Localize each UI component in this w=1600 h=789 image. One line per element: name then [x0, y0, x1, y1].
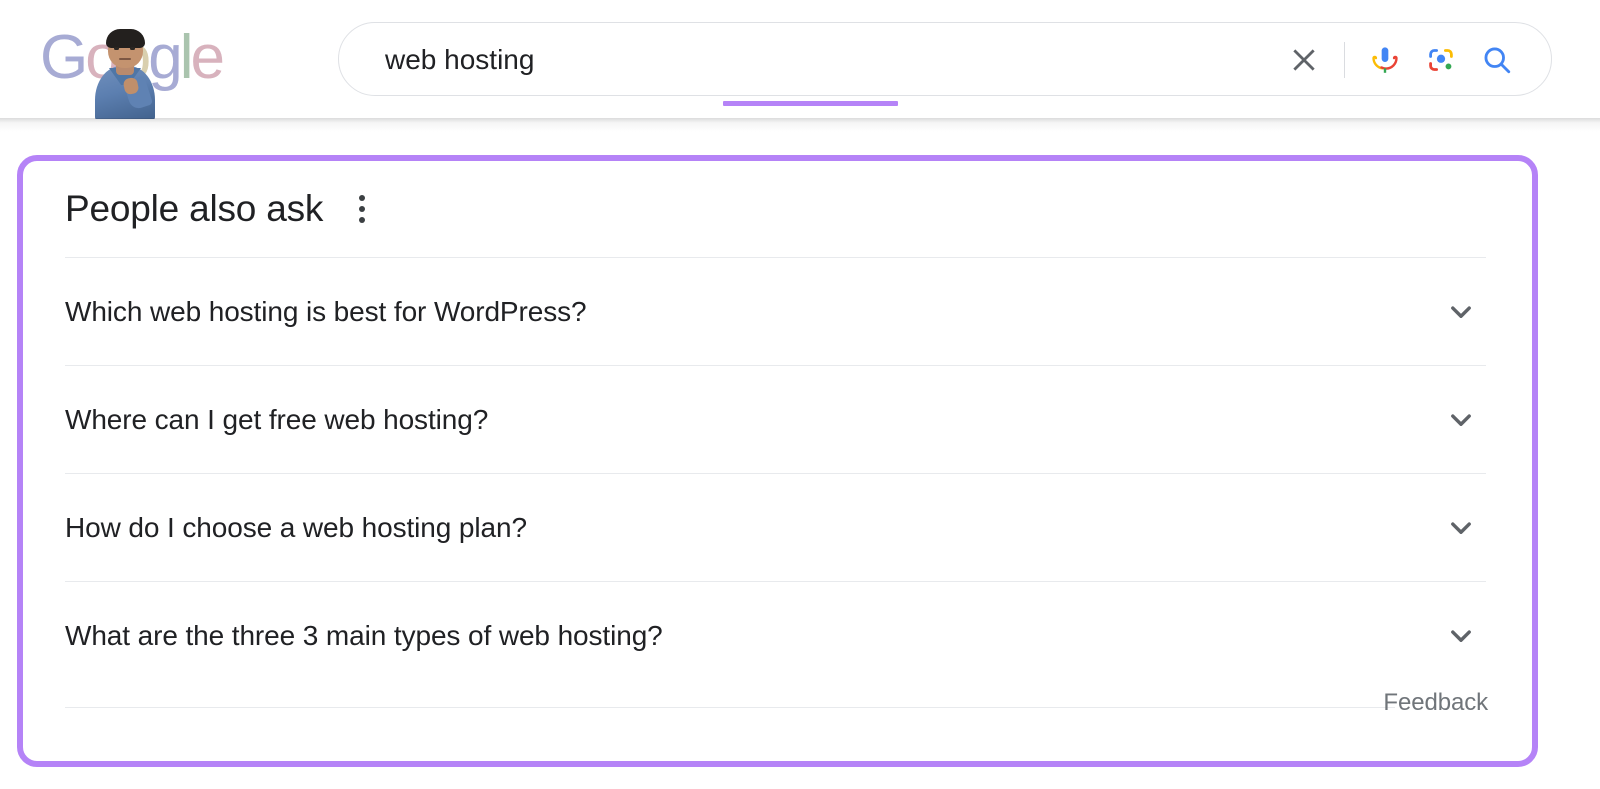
- paa-question-label: How do I choose a web hosting plan?: [65, 511, 527, 543]
- paa-question-label: Which web hosting is best for WordPress?: [65, 295, 587, 327]
- paa-footer: Feedback: [41, 689, 1508, 773]
- person-photo-overlay: [89, 26, 161, 119]
- chevron-down-icon[interactable]: [1444, 295, 1478, 329]
- paa-divider: [65, 581, 1486, 582]
- lens-camera-icon[interactable]: [1413, 32, 1469, 88]
- search-header: Google: [0, 0, 1600, 119]
- search-submit-icon[interactable]: [1469, 32, 1525, 88]
- paa-divider: [65, 257, 1486, 258]
- paa-question-row[interactable]: What are the three 3 main types of web h…: [41, 582, 1508, 689]
- paa-question-row[interactable]: Which web hosting is best for WordPress?: [41, 258, 1508, 365]
- paa-divider: [65, 365, 1486, 366]
- header-shadow: [0, 118, 1600, 132]
- logo-letter-l: l: [179, 23, 194, 92]
- logo-letter-g2: g: [148, 23, 183, 92]
- paa-question-row[interactable]: Where can I get free web hosting?: [41, 366, 1508, 473]
- page-title: People also ask: [65, 188, 324, 229]
- chevron-down-icon[interactable]: [1444, 511, 1478, 545]
- query-highlight-underline: [723, 101, 898, 106]
- three-dot-menu-icon[interactable]: [349, 192, 375, 226]
- search-box-actions: [1276, 23, 1525, 97]
- search-box[interactable]: [338, 22, 1552, 106]
- paa-header: People also ask: [41, 161, 1508, 257]
- logo-letter-e: e: [190, 23, 225, 92]
- paa-divider: [65, 473, 1486, 474]
- feedback-link[interactable]: Feedback: [1383, 689, 1488, 716]
- google-logo[interactable]: Google: [40, 22, 240, 119]
- paa-question-label: What are the three 3 main types of web h…: [65, 619, 663, 651]
- paa-footer-divider: [65, 707, 1395, 708]
- search-actions-divider: [1344, 42, 1345, 78]
- voice-search-icon[interactable]: [1357, 32, 1413, 88]
- chevron-down-icon[interactable]: [1444, 403, 1478, 437]
- paa-question-row[interactable]: How do I choose a web hosting plan?: [41, 474, 1508, 581]
- chevron-down-icon[interactable]: [1444, 619, 1478, 653]
- logo-letter-g: G: [40, 23, 88, 92]
- clear-icon[interactable]: [1276, 32, 1332, 88]
- search-input[interactable]: [385, 44, 1125, 76]
- people-also-ask-card: People also ask Which web hosting is bes…: [17, 155, 1538, 767]
- search-input-wrap: [385, 23, 1125, 97]
- paa-question-label: Where can I get free web hosting?: [65, 403, 489, 435]
